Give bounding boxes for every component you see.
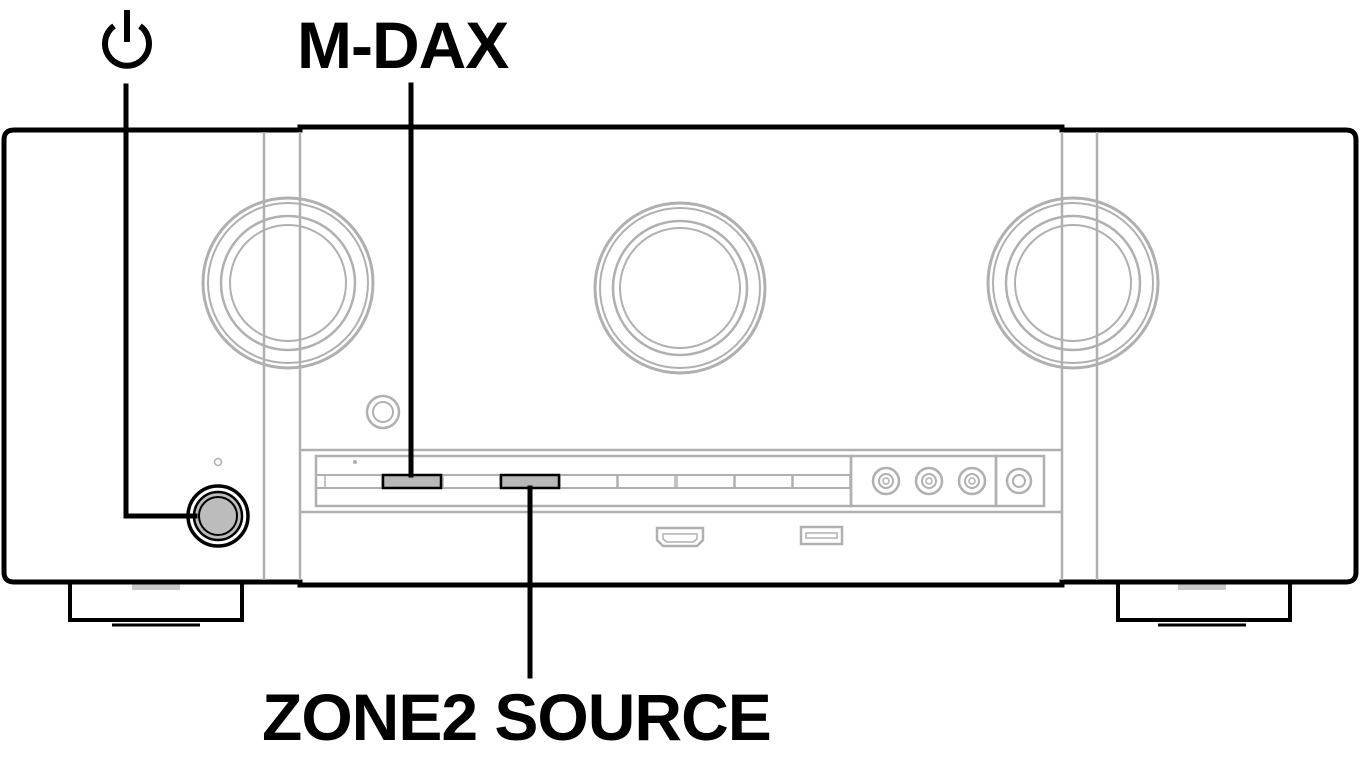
power-button[interactable] — [186, 484, 250, 548]
audio-jacks — [871, 466, 1033, 496]
standby-indicator — [213, 457, 223, 467]
left-foot — [68, 578, 244, 627]
usb-port-icon — [799, 525, 844, 546]
hdmi-port-icon — [655, 526, 705, 548]
button-row-dot — [353, 460, 357, 464]
volume-knob — [986, 196, 1160, 370]
input-selector-knob — [201, 196, 375, 370]
zone2-source-callout-label: ZONE2 SOURCE — [262, 680, 772, 754]
power-icon — [102, 10, 152, 69]
center-display-ring — [593, 201, 767, 375]
callout-lines — [123, 82, 533, 679]
m-dax-callout-label: M-DAX — [297, 8, 509, 82]
button-row — [324, 474, 851, 489]
small-round-button — [365, 394, 401, 430]
right-foot — [1116, 578, 1292, 627]
